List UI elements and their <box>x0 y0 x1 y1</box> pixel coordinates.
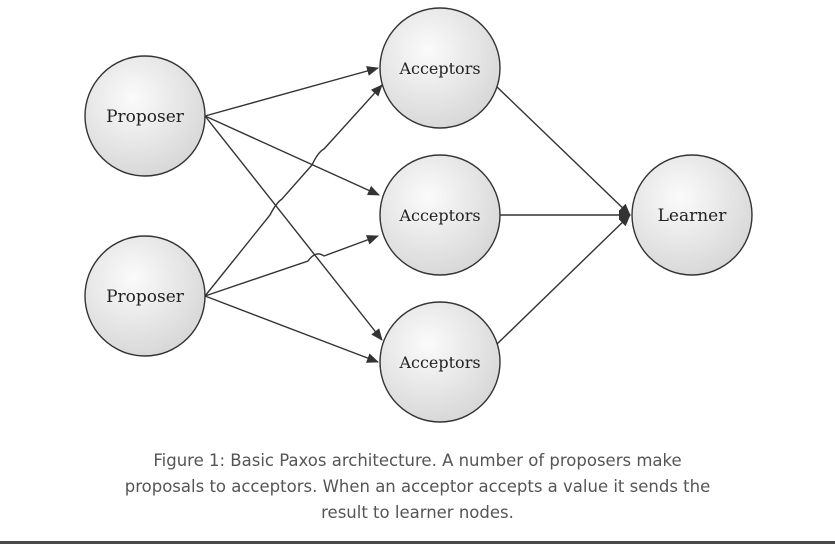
caption-line: result to learner nodes. <box>321 503 514 522</box>
node-label: Proposer <box>106 107 185 127</box>
node-label: Acceptors <box>398 353 480 372</box>
node-acceptors-3: Acceptors <box>379 301 501 423</box>
node-proposer-1: Proposer <box>84 55 206 177</box>
edge-proposer1-acceptors3 <box>204 115 383 341</box>
node-label: Acceptors <box>398 59 480 78</box>
node-label: Proposer <box>106 287 185 307</box>
node-learner: Learner <box>631 154 753 276</box>
node-label: Learner <box>658 206 728 226</box>
edge-proposer2-acceptors1 <box>204 84 383 297</box>
caption-line: proposals to acceptors. When an acceptor… <box>124 477 711 496</box>
edge-proposer2-acceptors3 <box>204 295 379 363</box>
edge-acceptors3-learner <box>495 214 631 346</box>
edge-proposer1-acceptors2 <box>204 115 380 196</box>
edge-acceptors1-learner <box>495 85 631 216</box>
node-label: Acceptors <box>398 206 480 225</box>
bottom-divider <box>0 541 835 544</box>
edges <box>204 66 631 363</box>
node-acceptors-1: Acceptors <box>379 7 501 129</box>
nodes: Proposer Proposer Acceptors Acceptors Ac… <box>84 7 753 423</box>
node-acceptors-2: Acceptors <box>379 154 501 276</box>
edge-proposer1-acceptors1 <box>204 66 379 117</box>
caption-line: Figure 1: Basic Paxos architecture. A nu… <box>153 451 682 470</box>
node-proposer-2: Proposer <box>84 235 206 357</box>
paxos-diagram: Proposer Proposer Acceptors Acceptors Ac… <box>84 7 753 423</box>
edge-proposer2-acceptors2 <box>204 235 379 297</box>
figure-caption: Figure 1: Basic Paxos architecture. A nu… <box>60 448 775 526</box>
